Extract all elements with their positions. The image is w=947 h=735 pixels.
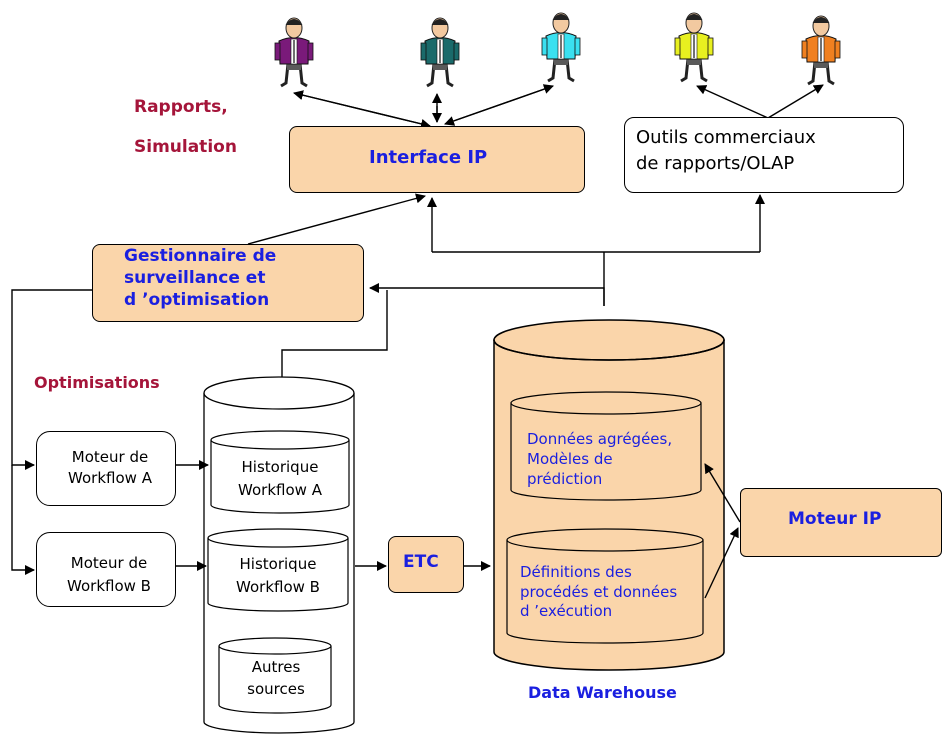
moteur-workflow-a-box	[36, 431, 176, 506]
user-icon	[674, 12, 714, 83]
moteur-ip-box	[740, 488, 942, 557]
outils-label: Outils commerciaux de rapports/OLAP	[636, 127, 816, 175]
history-a-cylinder	[210, 430, 350, 514]
historique-a-label: Historique Workflow A	[238, 458, 322, 499]
definitions-label: Définitions des procédés et données d ’e…	[520, 563, 678, 620]
interface-ip-label: Interface IP	[369, 147, 488, 168]
users-group	[274, 12, 841, 88]
user-icon	[420, 17, 460, 88]
history-b-cylinder	[207, 528, 349, 612]
data-warehouse-label: Data Warehouse	[528, 683, 677, 702]
other-sources-cylinder	[218, 637, 332, 714]
outils-olap-box	[624, 117, 904, 193]
rapports-label: Rapports,	[134, 97, 228, 117]
autres-sources-label: Autres sources	[247, 658, 305, 698]
interface-ip-box	[289, 126, 585, 193]
aggregated-data-cylinder	[510, 391, 702, 501]
donnees-agregees-label: Données agrégées, Modèles de prédiction	[527, 430, 673, 488]
moteur-a-label: Moteur de Workflow A	[68, 448, 152, 487]
connectors	[11, 84, 824, 599]
simulation-label: Simulation	[134, 137, 237, 157]
user-icon	[274, 17, 314, 88]
etc-label: ETC	[403, 552, 439, 572]
gestionnaire-label: Gestionnaire de surveillance et d ’optim…	[124, 246, 277, 311]
etc-box	[388, 536, 464, 593]
user-icon	[801, 15, 841, 86]
optimisations-label: Optimisations	[34, 373, 160, 392]
definitions-cylinder	[506, 528, 704, 644]
moteur-ip-label: Moteur IP	[788, 509, 882, 529]
user-icon	[541, 12, 581, 83]
historique-b-label: Historique Workflow B	[236, 555, 320, 596]
moteur-b-label: Moteur de Workflow B	[67, 554, 151, 595]
gestionnaire-box	[92, 244, 364, 322]
moteur-workflow-b-box	[36, 532, 176, 607]
